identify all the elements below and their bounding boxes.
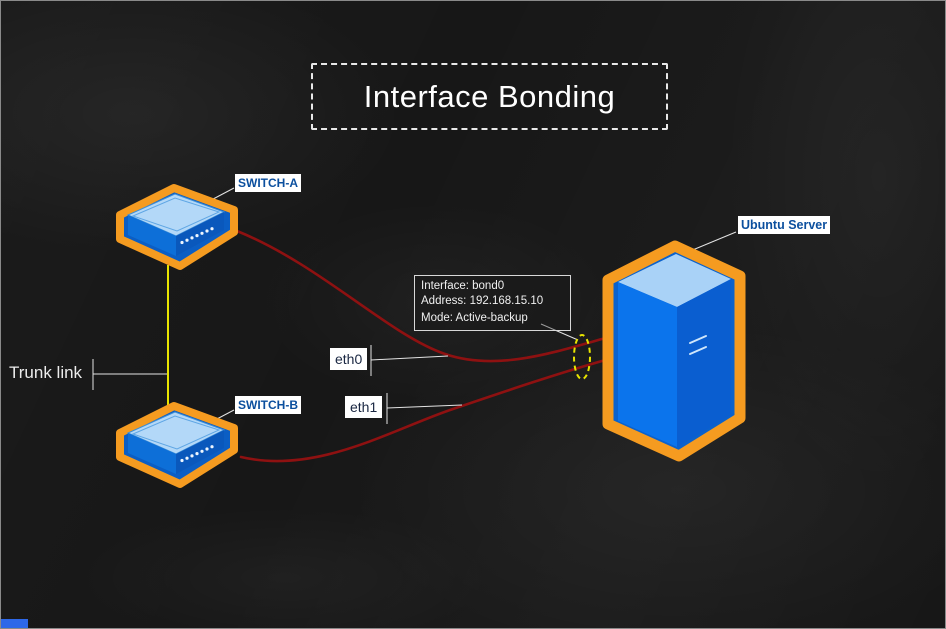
- server-side-face: [677, 279, 731, 447]
- switch-a-front-left-face: [128, 215, 176, 256]
- bond-mode-line: Mode: Active-backup: [421, 312, 528, 324]
- bond-address-line: Address: 192.168.15.10: [421, 295, 544, 307]
- switch-b-top-seam: [131, 415, 221, 450]
- eth0-leader-line: [370, 355, 449, 361]
- bond-info-box: Interface: bond0 Address: 192.168.15.10 …: [414, 275, 571, 331]
- eth0-label: eth0: [330, 348, 368, 370]
- switch-a-front-right-face: [176, 212, 224, 256]
- switch-b-front-right-face: [176, 430, 224, 474]
- eth1-label: eth1: [345, 396, 383, 418]
- bond-ellipse: [573, 334, 591, 380]
- bond-interface-line: Interface: bond0: [421, 280, 505, 292]
- title-box: Interface Bonding: [311, 63, 668, 130]
- server-top-face: [618, 254, 731, 307]
- switch-b-ports: [180, 445, 214, 463]
- switch-a-label: SWITCH-A: [235, 174, 301, 192]
- ubuntu-server-icon: [602, 240, 746, 462]
- switch-a-ports: [180, 227, 214, 245]
- switch-b-icon: [116, 402, 238, 488]
- switch-a-top-seam: [131, 197, 221, 232]
- eth1-leader-line: [386, 404, 463, 409]
- switch-b-front-left-face: [128, 433, 176, 474]
- bottom-left-strip: [1, 619, 28, 628]
- ubuntu-server-label: Ubuntu Server: [738, 216, 831, 234]
- trunk-link-label: Trunk link: [9, 363, 83, 382]
- callout-lines: [92, 187, 737, 424]
- server-vents: [689, 335, 707, 355]
- eth0-cable: [235, 229, 604, 363]
- switch-b-label: SWITCH-B: [235, 396, 301, 414]
- eth1-cable: [239, 359, 604, 463]
- server-front-face: [618, 282, 677, 447]
- page-title: Interface Bonding: [363, 78, 616, 114]
- switch-a-icon: [116, 184, 238, 270]
- bond-callout-line: [540, 323, 579, 341]
